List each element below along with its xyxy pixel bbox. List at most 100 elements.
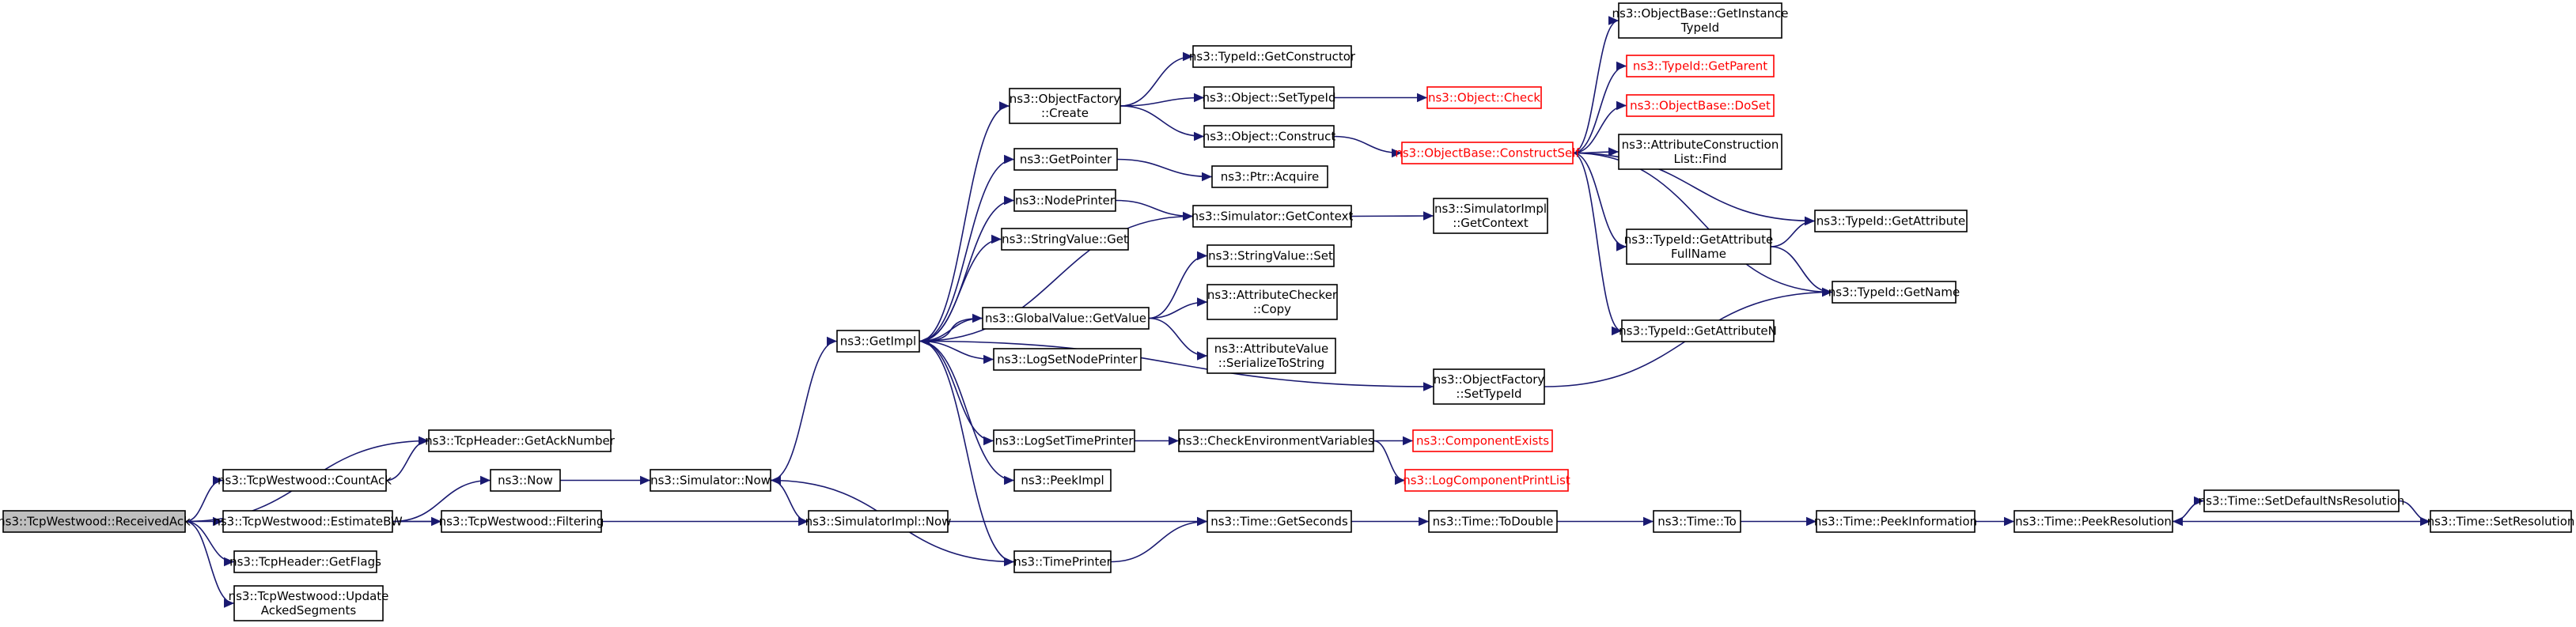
node-ns3-tcpwestwood-countack[interactable]: ns3::TcpWestwood::CountAck: [218, 469, 392, 492]
node-label: ns3::ObjectBase::ConstructSelf: [1395, 146, 1580, 161]
node-ns3-logcomponentprintlist[interactable]: ns3::LogComponentPrintList: [1403, 469, 1570, 492]
node-ns3-getpointer[interactable]: ns3::GetPointer: [1013, 148, 1118, 171]
node-ns3-now[interactable]: ns3::Now: [490, 469, 561, 492]
edge-constructself-to-getinstancetypeid: [1572, 16, 1619, 154]
node-ns3-object-settypeid[interactable]: ns3::Object::SetTypeId: [1203, 86, 1336, 109]
node-ns3-simulator-now[interactable]: ns3::Simulator::Now: [650, 469, 771, 492]
node-ns3-tcpheader-getflags[interactable]: ns3::TcpHeader::GetFlags: [229, 550, 381, 573]
edge-getpointer-to-ptracquire: [1116, 158, 1213, 182]
node-ns3-objectbase-doset[interactable]: ns3::ObjectBase::DoSet: [1626, 94, 1775, 117]
node-ns3-typeid-getconstructor[interactable]: ns3::TypeId::GetConstructor: [1189, 45, 1356, 68]
node-ns3-attributechecker-copy[interactable]: ns3::AttributeChecker::Copy: [1207, 284, 1338, 320]
node-label: ns3::TcpWestwood::ReceivedAck: [0, 515, 191, 529]
node-label: ns3::TcpHeader::GetAckNumber: [425, 434, 616, 448]
node-label: ns3::AttributeChecker: [1207, 288, 1338, 302]
node-ns3-time-to[interactable]: ns3::Time::To: [1653, 510, 1741, 533]
node-box: [1211, 165, 1328, 188]
node-ns3-getimpl[interactable]: ns3::GetImpl: [836, 330, 920, 353]
node-box: [222, 510, 393, 533]
edge-objectconstruct-to-constructself: [1333, 135, 1403, 158]
node-ns3-objectbase-constructself[interactable]: ns3::ObjectBase::ConstructSelf: [1395, 142, 1580, 164]
node-ns3-typeid-getattribute[interactable]: ns3::TypeId::GetAttribute: [1814, 210, 1968, 232]
edge-simnow-to-getimpl: [770, 336, 838, 482]
node-ns3-time-todouble[interactable]: ns3::Time::ToDouble: [1428, 510, 1558, 533]
node-box: [428, 429, 612, 452]
node-label: ns3::TypeId::GetParent: [1633, 59, 1767, 74]
node-ns3-time-setresolution[interactable]: ns3::Time::SetResolution: [2427, 510, 2575, 533]
node-box: [993, 348, 1142, 371]
node-ns3-globalvalue-getvalue[interactable]: ns3::GlobalValue::GetValue: [982, 307, 1150, 330]
node-ns3-tcpwestwood-estimatebw[interactable]: ns3::TcpWestwood::EstimateBW: [213, 510, 403, 533]
node-ns3-objectfactory-settypeid[interactable]: ns3::ObjectFactory::SetTypeId: [1433, 368, 1545, 405]
node-ns3-time-peekresolution[interactable]: ns3::Time::PeekResolution: [2013, 510, 2173, 533]
node-ns3-simulator-getcontext[interactable]: ns3::Simulator::GetContext: [1191, 205, 1354, 228]
node-label: List::Find: [1673, 152, 1726, 166]
node-box: [1203, 86, 1335, 109]
node-ns3-simulatorimpl-now[interactable]: ns3::SimulatorImpl::Now: [805, 510, 952, 533]
edge-globalvalueget-to-stringvalueset: [1148, 251, 1208, 319]
edge-objfactorycreate-to-typeidgetconstructor: [1119, 51, 1194, 107]
node-ns3-object-construct[interactable]: ns3::Object::Construct: [1203, 125, 1336, 148]
node-label: ::Copy: [1253, 302, 1291, 316]
node-label: ns3::ObjectBase::DoSet: [1630, 99, 1771, 113]
edge-countack-to-getacknumber: [385, 436, 430, 482]
node-label: ns3::GetPointer: [1020, 153, 1112, 167]
node-ns3-time-getseconds[interactable]: ns3::Time::GetSeconds: [1207, 510, 1352, 533]
node-ns3-typeid-getattributen[interactable]: ns3::TypeId::GetAttributeN: [1619, 319, 1777, 342]
node-box: [222, 469, 387, 492]
node-box: [1001, 228, 1129, 251]
edge-globalvalueget-to-attrvalueserialize: [1148, 317, 1208, 361]
node-box: [1618, 134, 1782, 170]
node-ns3-ptr-acquire[interactable]: ns3::Ptr::Acquire: [1211, 165, 1328, 188]
node-ns3-componentexists[interactable]: ns3::ComponentExists: [1412, 429, 1553, 452]
node-label: ns3::Object::Check: [1428, 91, 1540, 105]
node-label: ns3::StringValue::Get: [1002, 232, 1128, 247]
node-ns3-typeid-getparent[interactable]: ns3::TypeId::GetParent: [1626, 55, 1775, 77]
edge-constructself-to-typeidgetattribute: [1572, 152, 1816, 226]
node-box: [1433, 198, 1548, 234]
node-box: [1207, 510, 1352, 533]
node-box: [2013, 510, 2173, 533]
node-ns3-peekimpl[interactable]: ns3::PeekImpl: [1013, 469, 1112, 492]
edge-globalvalueget-to-attrcheckercopy: [1148, 297, 1208, 319]
edge-constructself-to-typeidgetattrfullname: [1572, 152, 1627, 251]
node-ns3-attributevalue-serializetostring[interactable]: ns3::AttributeValue::SerializeToString: [1207, 338, 1336, 374]
node-box: [1192, 45, 1352, 68]
node-ns3-typeid-getname[interactable]: ns3::TypeId::GetName: [1828, 281, 1960, 304]
node-box: [2203, 489, 2400, 512]
node-ns3-tcpheader-getacknumber[interactable]: ns3::TcpHeader::GetAckNumber: [425, 429, 616, 452]
node-ns3-nodeprinter[interactable]: ns3::NodePrinter: [1013, 189, 1116, 212]
edge-simgetcontext-to-simimplgetcontext: [1351, 211, 1434, 221]
node-label: ns3::LogComponentPrintList: [1403, 474, 1570, 488]
node-ns3-logsettimeprinter[interactable]: ns3::LogSetTimePrinter: [993, 429, 1135, 452]
node-box: [836, 330, 920, 353]
node-ns3-time-setdefaultnsresolution[interactable]: ns3::Time::SetDefaultNsResolution: [2199, 489, 2405, 512]
edge-receivedack-to-updateacked: [184, 520, 235, 608]
node-label: ns3::PeekImpl: [1021, 474, 1104, 488]
node-ns3-simulatorimpl-getcontext[interactable]: ns3::SimulatorImpl::GetContext: [1433, 198, 1548, 234]
edge-receivedack-to-countack: [184, 475, 224, 523]
node-ns3-tcpwestwood-filtering[interactable]: ns3::TcpWestwood::Filtering: [439, 510, 604, 533]
node-ns3-logsetnodeprinter[interactable]: ns3::LogSetNodePrinter: [993, 348, 1142, 371]
node-box: [808, 510, 949, 533]
node-ns3-tcpwestwood-receivedack[interactable]: ns3::TcpWestwood::ReceivedAck: [0, 510, 191, 533]
node-ns3-timeprinter[interactable]: ns3::TimePrinter: [1013, 550, 1112, 573]
node-ns3-object-check[interactable]: ns3::Object::Check: [1426, 86, 1542, 109]
node-ns3-checkenvironmentvariables[interactable]: ns3::CheckEnvironmentVariables: [1178, 429, 1374, 452]
edge-objfactorycreate-to-objectconstruct: [1119, 105, 1205, 142]
edge-getimpl-to-peekimpl: [919, 340, 1015, 485]
node-ns3-stringvalue-set[interactable]: ns3::StringValue::Set: [1207, 244, 1335, 267]
node-label: ns3::TypeId::GetName: [1828, 285, 1960, 300]
node-box: [1404, 469, 1569, 492]
node-label: ns3::Time::GetSeconds: [1210, 515, 1348, 529]
node-ns3-stringvalue-get[interactable]: ns3::StringValue::Get: [1001, 228, 1129, 251]
node-ns3-objectfactory-create[interactable]: ns3::ObjectFactory::Create: [1009, 88, 1121, 124]
edge-receivedack-to-getflags: [184, 520, 235, 567]
node-label: ns3::TcpWestwood::CountAck: [218, 474, 392, 488]
node-ns3-time-peekinformation[interactable]: ns3::Time::PeekInformation: [1814, 510, 1977, 533]
